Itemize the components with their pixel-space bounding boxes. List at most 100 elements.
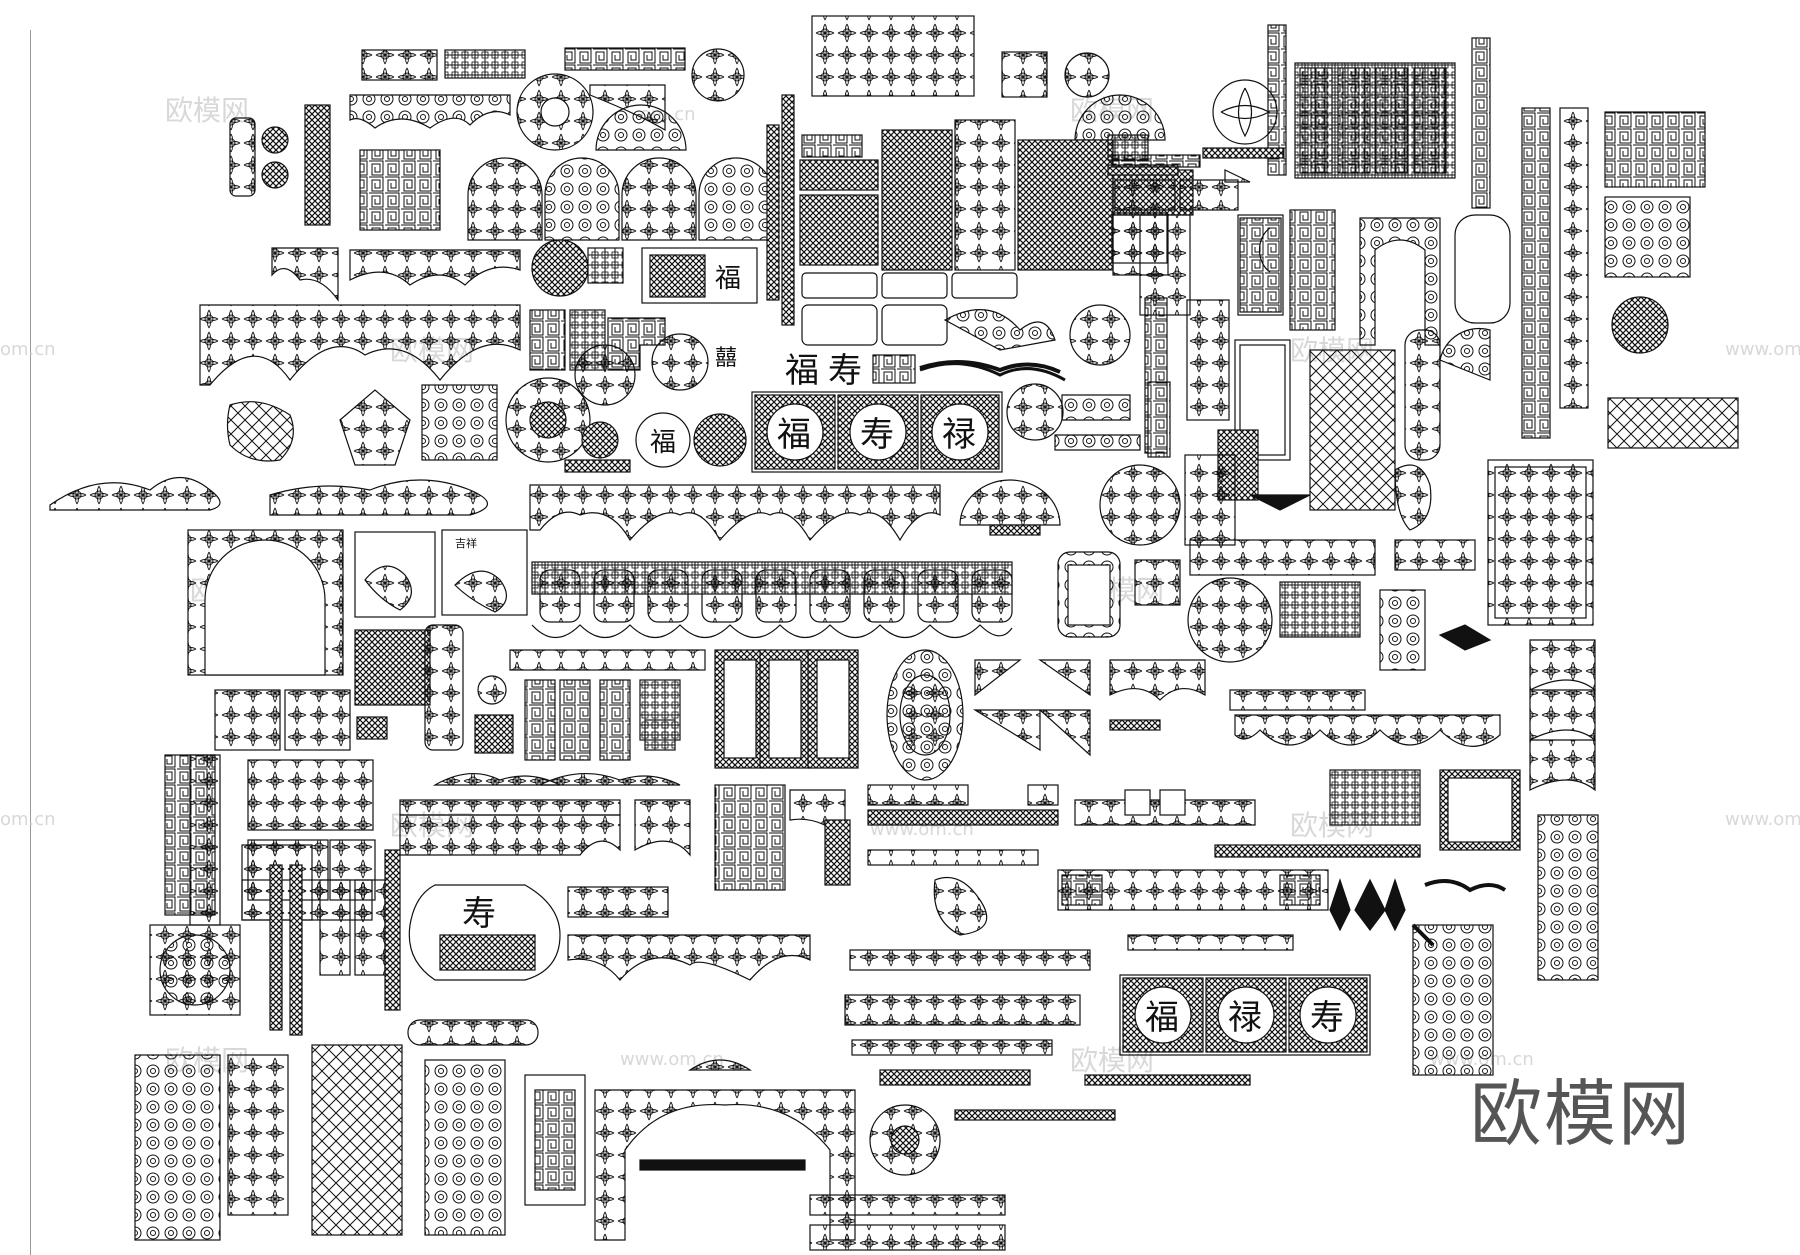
oval-cartouche <box>226 401 294 462</box>
fu-shou-lu-panels <box>751 391 1003 473</box>
arched-frame <box>1454 214 1511 324</box>
shou-panel <box>1604 196 1691 278</box>
vertical-border <box>1267 24 1287 176</box>
lattice-strip <box>444 49 526 79</box>
landscape-panel <box>1234 339 1291 461</box>
fu-medallion <box>635 412 691 468</box>
eave-bracket <box>399 814 621 856</box>
lattice-strip <box>361 49 438 81</box>
half-medallion <box>595 104 687 151</box>
arched-window <box>698 157 774 241</box>
long-valance <box>529 484 941 542</box>
scroll-band <box>1234 714 1501 747</box>
star-lattice <box>247 759 374 831</box>
shou-character: 寿 <box>828 351 862 391</box>
arched-window <box>467 157 543 241</box>
bamboo-panel <box>1487 459 1594 626</box>
flower-vase-panel <box>354 629 431 706</box>
lattice-window <box>1604 111 1706 188</box>
diamond-lattice <box>1607 397 1739 449</box>
bust-carving <box>1394 464 1432 531</box>
corner-bracket <box>271 247 339 302</box>
tall-border <box>1521 107 1551 439</box>
page-border <box>30 30 31 1255</box>
lu-character: 禄 <box>1228 998 1262 1038</box>
flower-tile <box>1001 51 1048 98</box>
moon-gate <box>1359 217 1441 346</box>
ornaments: 福 囍 福 寿 福 福 寿 禄 <box>49 15 1739 1251</box>
small-plaque <box>229 117 256 197</box>
dragon-carving <box>943 309 1056 351</box>
scroll-band <box>809 1224 1006 1251</box>
window-square <box>359 149 441 231</box>
vertical-panel <box>304 104 331 226</box>
panel-caption: 吉祥 <box>455 536 477 550</box>
shou-character: 寿 <box>1310 998 1344 1038</box>
carved-grid <box>799 194 879 266</box>
moon-gate-arch <box>594 1089 856 1241</box>
watermark-url: www.om.cn <box>1725 339 1800 360</box>
brand-logo: 欧模网 <box>1470 1072 1693 1156</box>
fu-character: 福 <box>785 351 819 391</box>
frame <box>801 272 878 299</box>
long-eave-bracket <box>199 304 521 386</box>
leaf-panel <box>1537 814 1599 981</box>
lattice-window <box>714 784 786 891</box>
fu-character: 福 <box>715 264 741 294</box>
carved-band <box>844 994 1081 1026</box>
eave-bracket <box>349 94 511 129</box>
calligraphy-panel <box>641 247 758 304</box>
swirl-panel <box>424 1059 506 1236</box>
vertical-border <box>1471 37 1491 209</box>
acanthus-motif <box>339 389 411 466</box>
peony-panel <box>354 531 436 618</box>
rosette <box>1099 464 1181 546</box>
rosette <box>691 48 745 102</box>
swirl-panel <box>311 1044 403 1236</box>
carved-grid <box>881 129 953 271</box>
peony-panel <box>441 529 528 616</box>
round-medallion <box>1611 296 1669 354</box>
shou-plaque <box>408 884 561 981</box>
shou-grille <box>1329 769 1421 826</box>
flower-circle <box>1064 52 1110 98</box>
fu-character: 福 <box>1145 998 1179 1038</box>
vertical-strip <box>781 94 795 326</box>
arch-row <box>531 569 1013 639</box>
shou-character: 寿 <box>860 415 894 455</box>
carved-grid <box>1017 139 1114 271</box>
fan-carving <box>959 479 1061 526</box>
xi-character: 囍 <box>715 346 737 371</box>
carved-band <box>849 949 1091 971</box>
swirl-panel <box>227 1054 289 1216</box>
diamond-lattice <box>1309 349 1396 511</box>
eave-bracket <box>567 934 811 981</box>
scroll-band <box>49 477 221 511</box>
lu-character: 禄 <box>942 415 976 455</box>
door-panel <box>1237 214 1284 316</box>
watermark-url: om.cn <box>0 809 56 830</box>
medallion <box>1006 383 1064 441</box>
fu-character: 福 <box>777 415 811 455</box>
arched-window <box>621 157 697 241</box>
fu-lu-shou-panels <box>1119 974 1371 1056</box>
figure-scene <box>811 15 975 97</box>
watermark-url: www.om.cn <box>1725 809 1800 830</box>
eave-bracket <box>349 249 521 286</box>
medallion <box>574 344 636 406</box>
tall-border <box>1559 107 1589 409</box>
scroll-square <box>421 384 498 461</box>
scroll-band <box>269 479 489 516</box>
watermark-url: om.cn <box>0 339 56 360</box>
fan-window <box>1074 94 1166 141</box>
lattice-door <box>1289 209 1336 331</box>
watermark-url: www.om.cn <box>620 1049 724 1070</box>
leaf-panel <box>1412 924 1494 1076</box>
shou-character: 寿 <box>462 894 496 934</box>
arched-window <box>544 157 620 241</box>
rosette <box>1187 577 1273 663</box>
scroll-band <box>809 1194 1006 1216</box>
swirl-panel <box>134 1054 221 1241</box>
svg-text:福: 福 <box>650 428 676 458</box>
